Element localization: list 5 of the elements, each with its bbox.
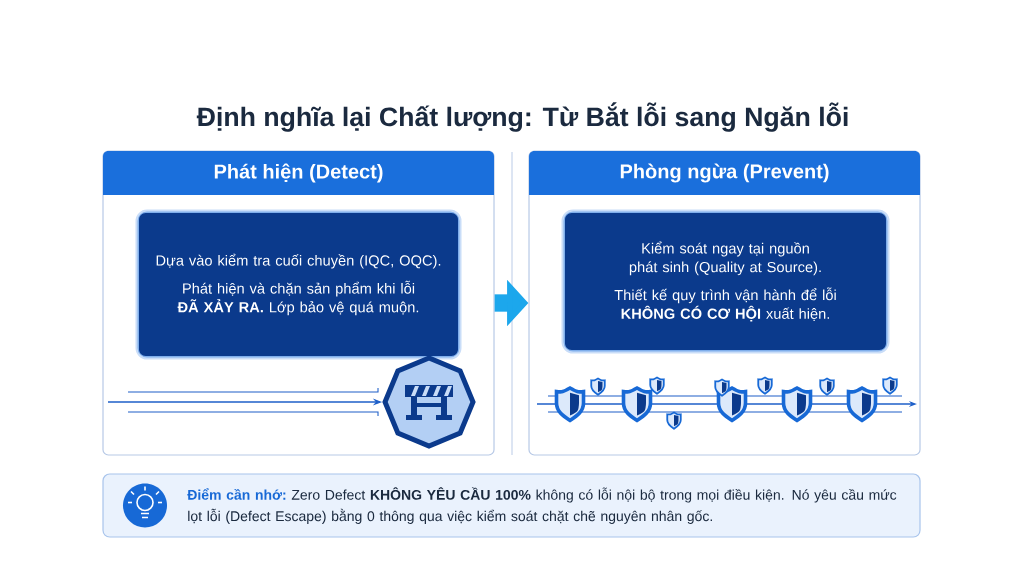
text-box: Dựa vào kiểm tra cuối chuyền (IQC, OQC). Phát hiện và chặn sản phẩm khi lỗi ĐÃ XẢY RA. Lớp bảo vệ quá muộn. <box>135 209 462 360</box>
title: Định nghĩa lại Chất lượng: Từ Bắt lỗi sang Ngăn lỗi <box>196 102 848 132</box>
barrier-sign-drawing <box>382 355 476 449</box>
note-box: Điểm cần nhớ: Zero Defect KHÔNG YÊU CẦU 100% không có lỗi nội bộ trong mọi điều kiện. Nó yêu cầu mức lọt lỗi (Defect Escape) bằng 0 thông qua việc kiểm soát chặt chẽ nguyên nhân gốc. <box>102 473 921 538</box>
text-box: Kiểm soát ngay tại nguồn phát sinh (Quality at Source). Thiết kế quy trình vận hành để lỗi KHÔNG CÓ CƠ HỘI xuất hiện. <box>561 209 890 354</box>
